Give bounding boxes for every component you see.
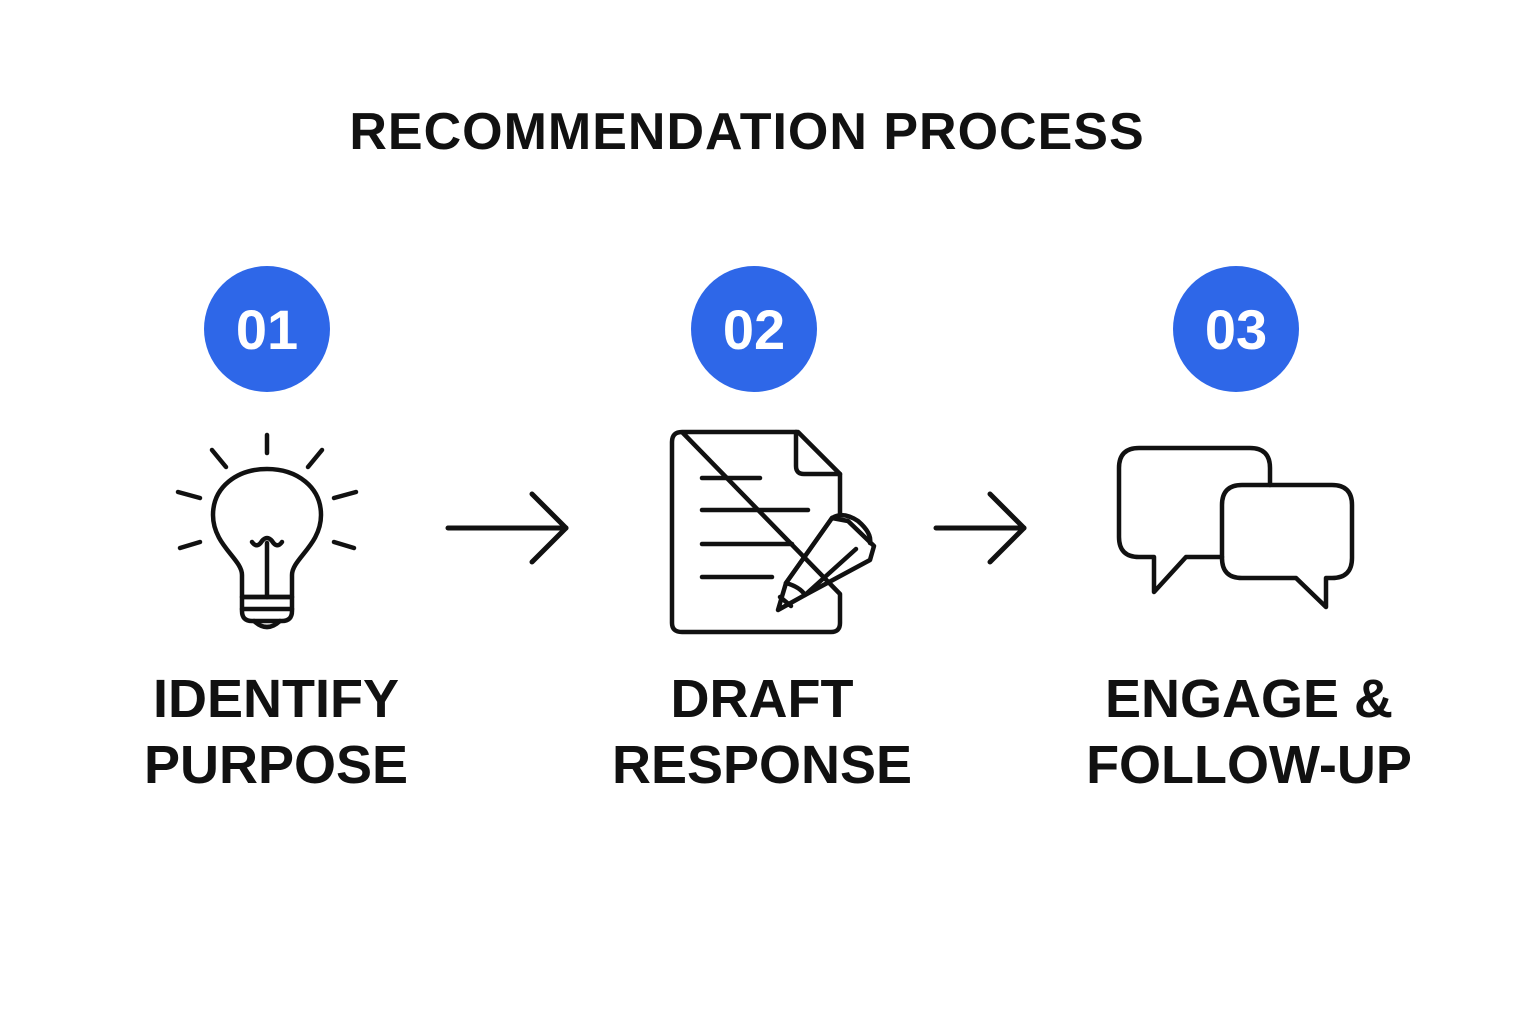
step-badge-2: 02: [691, 266, 817, 392]
step-badge-1: 01: [204, 266, 330, 392]
step-label-1-line2: PURPOSE: [143, 735, 409, 795]
step-label-3-line2: FOLLOW-UP: [1086, 735, 1412, 795]
arrow-right-icon: [933, 491, 1027, 565]
step-label-3-line1: ENGAGE &: [1104, 669, 1394, 729]
step-label-1-line1: IDENTIFY: [152, 669, 399, 729]
step-badge-3: 03: [1173, 266, 1299, 392]
step-label-2: DRAFT RESPONSE: [562, 666, 962, 798]
page-title: RECOMMENDATION PROCESS: [349, 103, 1145, 161]
step-label-1: IDENTIFY PURPOSE: [76, 666, 476, 798]
arrow-right-icon: [445, 491, 569, 565]
document-pencil-icon: [669, 429, 877, 635]
step-label-2-line2: RESPONSE: [611, 735, 913, 795]
step-label-3: ENGAGE & FOLLOW-UP: [1049, 666, 1449, 798]
lightbulb-icon: [175, 432, 359, 630]
step-label-2-line1: DRAFT: [670, 669, 854, 729]
chat-bubbles-icon: [1116, 445, 1355, 610]
